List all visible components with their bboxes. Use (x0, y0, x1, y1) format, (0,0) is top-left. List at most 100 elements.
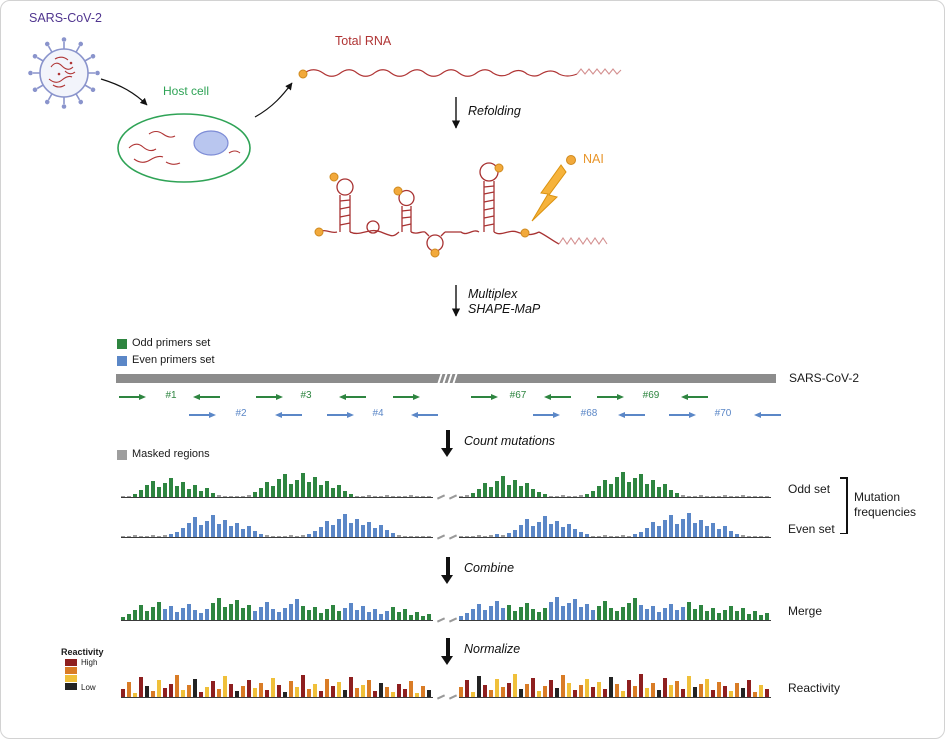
even-bar (217, 524, 221, 537)
reactivity-bar (537, 691, 541, 697)
even-bar (229, 526, 233, 537)
reactivity-bar (157, 680, 161, 697)
odd-bar (585, 494, 589, 497)
merge-bar (639, 605, 643, 620)
reactivity-bar (289, 681, 293, 697)
even-bar (579, 532, 583, 537)
merge-bar (229, 604, 233, 620)
reactivity-bar (483, 685, 487, 697)
even-bar (543, 516, 547, 537)
odd-bar (501, 476, 505, 497)
merge-bar (711, 608, 715, 620)
even-bar (765, 536, 769, 537)
reactivity-bar (459, 687, 463, 697)
merge-bar (127, 614, 131, 620)
merge-bar (591, 610, 595, 620)
merge-bar (633, 598, 637, 620)
odd-bar (483, 483, 487, 497)
odd-bar (531, 489, 535, 497)
odd-primer-arrow (471, 393, 498, 400)
even-bar (127, 536, 131, 537)
odd-bar (409, 495, 413, 497)
even-bar (465, 536, 469, 537)
odd-bar (121, 496, 125, 497)
odd-bar (477, 489, 481, 497)
even-bar (549, 524, 553, 537)
even-primer-label: #68 (580, 408, 598, 419)
odd-bar (367, 495, 371, 497)
odd-bar (259, 488, 263, 497)
reactivity-bar (211, 681, 215, 697)
merge-bar (603, 601, 607, 620)
merge-bar (651, 606, 655, 620)
reactivity-bar (573, 690, 577, 697)
odd-bar (199, 491, 203, 497)
even-bar (459, 536, 463, 537)
even-bar (627, 536, 631, 537)
even-bar (373, 528, 377, 537)
odd-bar (133, 494, 137, 497)
odd-bar (615, 477, 619, 497)
reactivity-bar (723, 686, 727, 697)
even-bar (651, 522, 655, 537)
odd-bar (235, 496, 239, 497)
odd-bar (723, 495, 727, 497)
even-bar (741, 535, 745, 537)
reactivity-bar (477, 676, 481, 697)
reactivity-bar (705, 679, 709, 697)
reactivity-bar (193, 679, 197, 697)
even-bar (699, 520, 703, 537)
merge-bar (543, 608, 547, 620)
even-bar (639, 532, 643, 537)
merge-bar (187, 604, 191, 620)
merge-bar (459, 616, 463, 620)
even-bar (235, 523, 239, 537)
even-bar (247, 526, 251, 537)
merge-bar (157, 602, 161, 620)
merge-bar (579, 607, 583, 620)
reactivity-bar (549, 680, 553, 697)
reactivity-bar (427, 690, 431, 697)
reactivity-bar (385, 687, 389, 697)
merge-bar (555, 597, 559, 620)
cell-rna-squiggles (128, 130, 241, 165)
odd-bar (555, 496, 559, 497)
odd-bar (385, 495, 389, 497)
even-bar (151, 535, 155, 537)
odd-bar (355, 496, 359, 497)
merge-bar (283, 608, 287, 620)
reactivity-bar (121, 689, 125, 697)
even-bar (561, 527, 565, 537)
track-baseline (121, 536, 433, 538)
merge-bar (741, 608, 745, 620)
odd-bar (699, 495, 703, 497)
merge-bar (519, 607, 523, 620)
even-bar (489, 535, 493, 537)
merge-bar (307, 610, 311, 620)
even-bar (597, 536, 601, 537)
track-break-mark (448, 694, 458, 700)
merge-bar (277, 612, 281, 620)
even-bar (735, 534, 739, 537)
reactivity-bar (133, 693, 137, 697)
merge-bar (169, 606, 173, 620)
even-bar (193, 517, 197, 537)
reactivity-bar (313, 684, 317, 697)
even-bar (379, 525, 383, 537)
merge-bar (217, 598, 221, 620)
odd-bar (241, 496, 245, 497)
merge-bar (235, 600, 239, 620)
reactivity-bar (379, 683, 383, 697)
virus-icon (27, 36, 101, 110)
track-break-mark (436, 494, 446, 500)
even-bar (519, 525, 523, 537)
even-bar (633, 534, 637, 537)
odd-bar (331, 488, 335, 497)
merge-bar (175, 612, 179, 620)
reactivity-bar (681, 689, 685, 697)
merge-bar (181, 608, 185, 620)
merge-bar (145, 611, 149, 620)
even-primer-arrow (189, 411, 216, 418)
odd-bar (223, 496, 227, 497)
merge-bar (645, 609, 649, 620)
